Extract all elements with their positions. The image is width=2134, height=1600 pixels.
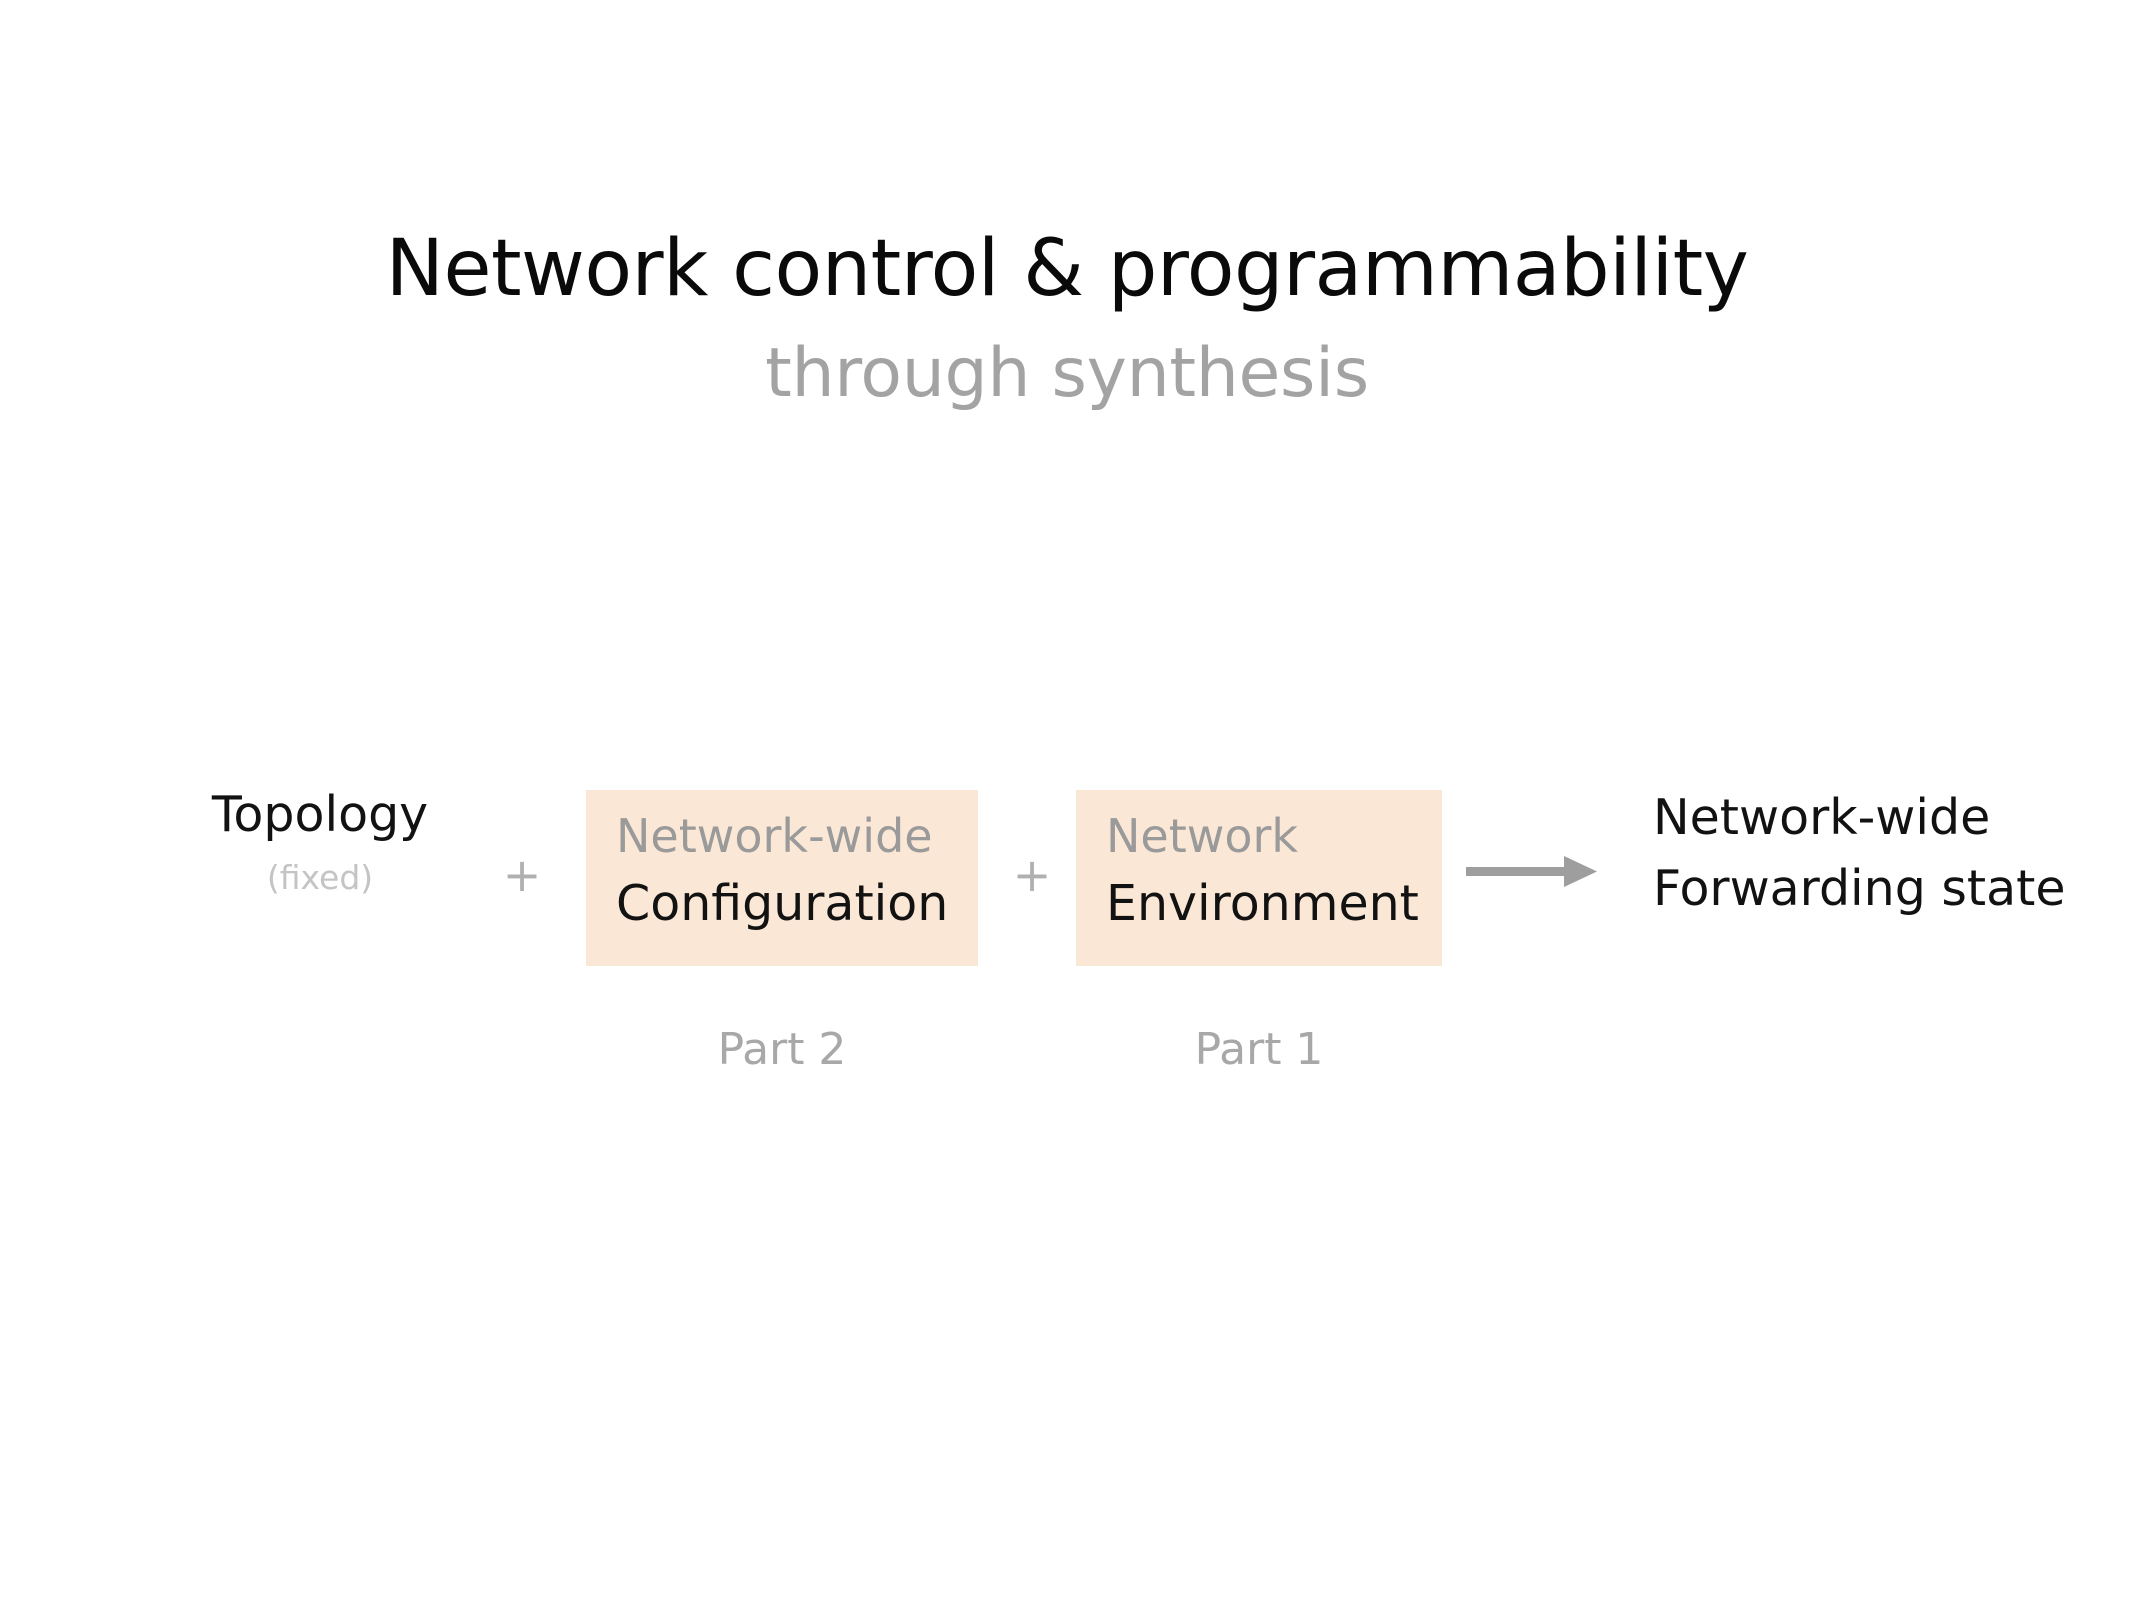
plus-operator-1: + bbox=[502, 848, 542, 902]
topology-note: (fixed) bbox=[266, 858, 374, 897]
title-block: Network control & programmability throug… bbox=[0, 230, 2134, 408]
configuration-qualifier: Network-wide bbox=[616, 809, 933, 863]
page-title: Network control & programmability bbox=[385, 224, 1749, 314]
box-network-wide-configuration: Network-wide Configuration bbox=[586, 790, 978, 966]
term-topology: Topology (fixed) bbox=[195, 790, 445, 894]
caption-part-2: Part 2 bbox=[717, 1024, 847, 1075]
configuration-name: Configuration bbox=[616, 875, 949, 932]
caption-part-1: Part 1 bbox=[1194, 1024, 1324, 1075]
page-subtitle: through synthesis bbox=[765, 334, 1369, 413]
right-arrow-icon bbox=[1466, 852, 1601, 892]
equation-diagram: Topology (fixed) + Network-wide Configur… bbox=[0, 790, 2134, 970]
result-line-2: Forwarding state bbox=[1653, 860, 2066, 917]
box-network-environment: Network Environment bbox=[1076, 790, 1442, 966]
environment-name: Environment bbox=[1106, 875, 1419, 932]
plus-operator-2: + bbox=[1012, 848, 1052, 902]
environment-qualifier: Network bbox=[1106, 809, 1299, 863]
result-line-1: Network-wide bbox=[1653, 789, 1991, 846]
result-forwarding-state: Network-wide Forwarding state bbox=[1653, 793, 2083, 913]
topology-label: Topology bbox=[211, 786, 429, 843]
